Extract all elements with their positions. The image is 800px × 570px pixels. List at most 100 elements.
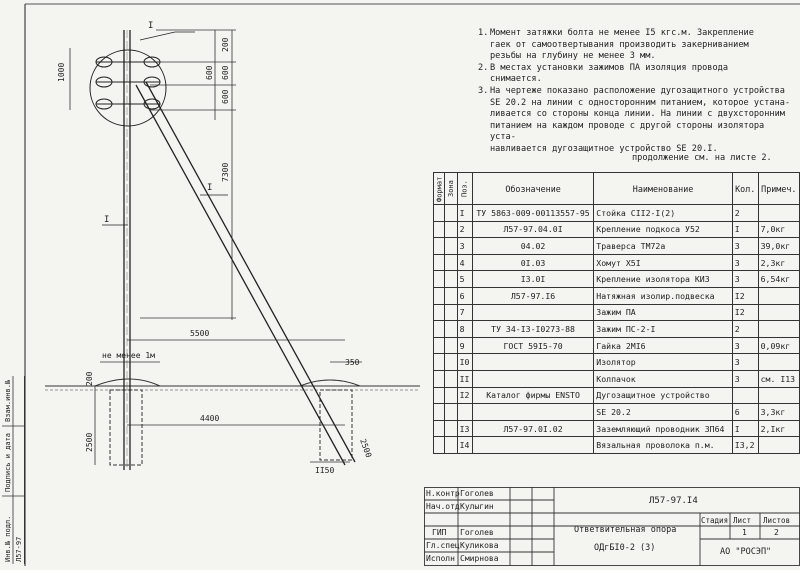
note-line: ливается со стороны конца линии. На лини… xyxy=(490,109,785,120)
role-glspec: Гл.спец xyxy=(426,541,460,550)
cell-designation: ГОСТ 59I5-70 xyxy=(471,336,595,355)
cell-pos: 5 xyxy=(456,270,473,288)
header-zone: Зона xyxy=(444,172,458,205)
note-line: резьбы на глубину не менее 3 мм. xyxy=(490,51,656,62)
note-line: SE 20.2 на линии с односторонним питание… xyxy=(490,97,791,108)
cell-pos: I0 xyxy=(456,353,473,371)
cell-designation: ТУ 5863-009-00113557-95 xyxy=(471,204,595,222)
sheets-value: 2 xyxy=(774,528,779,537)
cell-remark: 2,Iкг xyxy=(757,419,800,438)
cell-format xyxy=(432,336,446,355)
organization: АО "РОСЭП" xyxy=(720,547,772,557)
cell-remark xyxy=(757,303,800,322)
cell-zone xyxy=(444,369,458,388)
cell-designation xyxy=(471,353,595,371)
cell-name: Изолятор xyxy=(593,353,733,371)
cell-name: Натяжная изолир.подвеска xyxy=(593,286,733,305)
cell-zone xyxy=(444,204,458,222)
cell-designation: Л57-97.I6 xyxy=(471,286,595,305)
cell-name: Крепление подкоса У52 xyxy=(593,220,733,239)
cell-qty: I3,2 xyxy=(731,436,759,454)
cell-qty: I2 xyxy=(731,303,759,322)
cell-qty: I xyxy=(731,419,759,438)
cell-zone xyxy=(444,386,458,405)
cell-pos: 6 xyxy=(456,286,473,305)
dim-4400: 4400 xyxy=(200,414,219,423)
sheet-value: 1 xyxy=(742,528,747,537)
cell-remark xyxy=(757,204,800,222)
callout-1: I xyxy=(148,21,153,31)
note-line: питанием на каждом проводе с другой стор… xyxy=(490,120,765,143)
dim-2500: 2500 xyxy=(85,433,94,452)
cell-remark xyxy=(757,353,800,371)
name-nachotd: Кулыгин xyxy=(460,502,494,511)
cell-format xyxy=(432,220,446,239)
role-nachotd: Нач.отд xyxy=(426,502,460,511)
cell-remark xyxy=(757,386,800,405)
side-stamp: Инв.№ подл. Подпись и дата Взам.инв.№ Л5… xyxy=(2,376,25,564)
side-stamp-line-2: Подпись и дата xyxy=(4,433,12,492)
cell-pos: I2 xyxy=(456,386,473,405)
cell-format xyxy=(432,369,446,388)
cell-designation: Л57-97.04.0I xyxy=(471,220,595,239)
cell-zone xyxy=(444,436,458,454)
cell-designation xyxy=(471,436,595,454)
cell-pos: I4 xyxy=(456,436,473,454)
side-stamp-code: Л57-97 xyxy=(15,537,23,562)
cell-qty: 2 xyxy=(731,320,759,338)
cell-zone xyxy=(444,353,458,371)
cell-designation xyxy=(471,303,595,322)
cell-zone xyxy=(444,286,458,305)
cell-qty xyxy=(731,386,759,405)
cell-name: Траверса ТМ72а xyxy=(593,237,733,255)
cell-remark: 39,0кг xyxy=(757,237,800,255)
dim-600c: 600 xyxy=(221,89,230,104)
dim-200: 200 xyxy=(221,37,230,52)
doc-code: Л57-97.I4 xyxy=(649,496,698,506)
name-gip: Гоголев xyxy=(460,528,494,537)
dim-600a: 600 xyxy=(221,65,230,80)
header-pos: Поз. xyxy=(457,172,473,205)
sheet-label: Лист xyxy=(733,516,752,525)
cell-format xyxy=(432,237,446,255)
cell-pos: 2 xyxy=(456,220,473,239)
cell-format xyxy=(432,286,446,305)
cell-remark: 6,54кг xyxy=(757,270,800,288)
role-gip: ГИП xyxy=(432,528,447,537)
side-stamp-line-1: Инв.№ подл. xyxy=(4,516,12,562)
dim-1150: II50 xyxy=(315,466,334,475)
sheets-label: Листов xyxy=(763,516,791,525)
callout-3: I xyxy=(104,215,109,225)
cell-zone xyxy=(444,403,458,421)
cell-format xyxy=(432,436,446,454)
cell-zone xyxy=(444,270,458,288)
cell-name: Зажим ПА xyxy=(593,303,733,322)
header-designation: Обозначение xyxy=(471,172,595,205)
cell-format xyxy=(432,320,446,338)
cell-zone xyxy=(444,303,458,322)
name-glspec: Куликова xyxy=(460,541,499,550)
cell-name: Стойка СII2-I(2) xyxy=(593,204,733,222)
cell-pos: 8 xyxy=(456,320,473,338)
note-line: навливается дугозащитное устройство SE 2… xyxy=(490,143,718,154)
cell-designation: ТУ 34-I3-I0273-88 xyxy=(471,320,595,338)
cell-qty: I xyxy=(731,220,759,239)
cell-name: Зажим ПС-2-I xyxy=(593,320,733,338)
cell-designation: 0I.03 xyxy=(471,253,595,272)
cell-format xyxy=(432,403,446,421)
cell-remark xyxy=(757,286,800,305)
cell-name: SE 20.2 xyxy=(593,403,733,421)
cell-qty: 3 xyxy=(731,336,759,355)
cell-pos: 9 xyxy=(456,336,473,355)
cell-format xyxy=(432,353,446,371)
cell-designation xyxy=(471,369,595,388)
cell-zone xyxy=(444,237,458,255)
